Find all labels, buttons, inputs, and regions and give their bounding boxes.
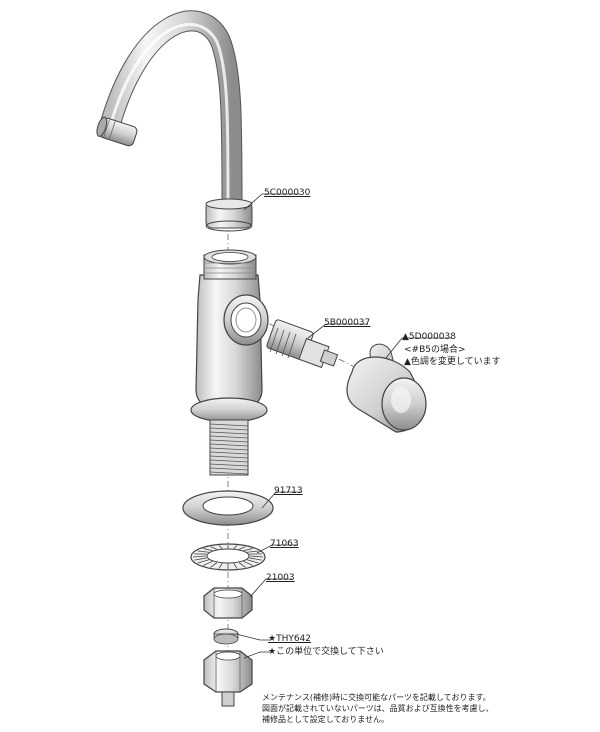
cartridge [266, 319, 339, 369]
label-91713: 91713 [274, 486, 303, 496]
label-connector-note: ★この単位で交換して下さい [268, 647, 384, 657]
connector-ring [213, 628, 239, 645]
footer-note-1: メンテナンス(補修)時に交換可能なパーツを記載しております。 [262, 693, 491, 702]
label-5B000037: 5B000037 [324, 318, 371, 328]
label-handle-note1: <#B5の場合> [404, 345, 466, 355]
label-THY642: ★THY642 [268, 634, 312, 644]
spout [96, 10, 243, 206]
label-5D000038: ▲5D000038 [402, 332, 456, 342]
spout-seal-ring [205, 198, 253, 232]
label-handle-note2: ▲色調を変更しています [404, 357, 501, 367]
footer-note-2: 図面が記載されていないパーツは、品質および互換性を考慮し、 [262, 704, 494, 713]
label-21003: 21003 [266, 573, 295, 583]
washer-toothed [190, 543, 266, 571]
label-71063: 71063 [270, 539, 299, 549]
washer-teeth [192, 545, 264, 569]
faucet-body [190, 249, 269, 476]
handle [346, 343, 427, 433]
leader-lines [235, 193, 452, 659]
washer-large [182, 490, 274, 526]
hex-nut [203, 587, 253, 619]
connector-nut [203, 650, 253, 707]
shank-threads [209, 423, 249, 475]
label-5C000030: 5C000030 [264, 188, 311, 198]
footer-note-3: 補修品として設定しておりません。 [262, 715, 390, 724]
